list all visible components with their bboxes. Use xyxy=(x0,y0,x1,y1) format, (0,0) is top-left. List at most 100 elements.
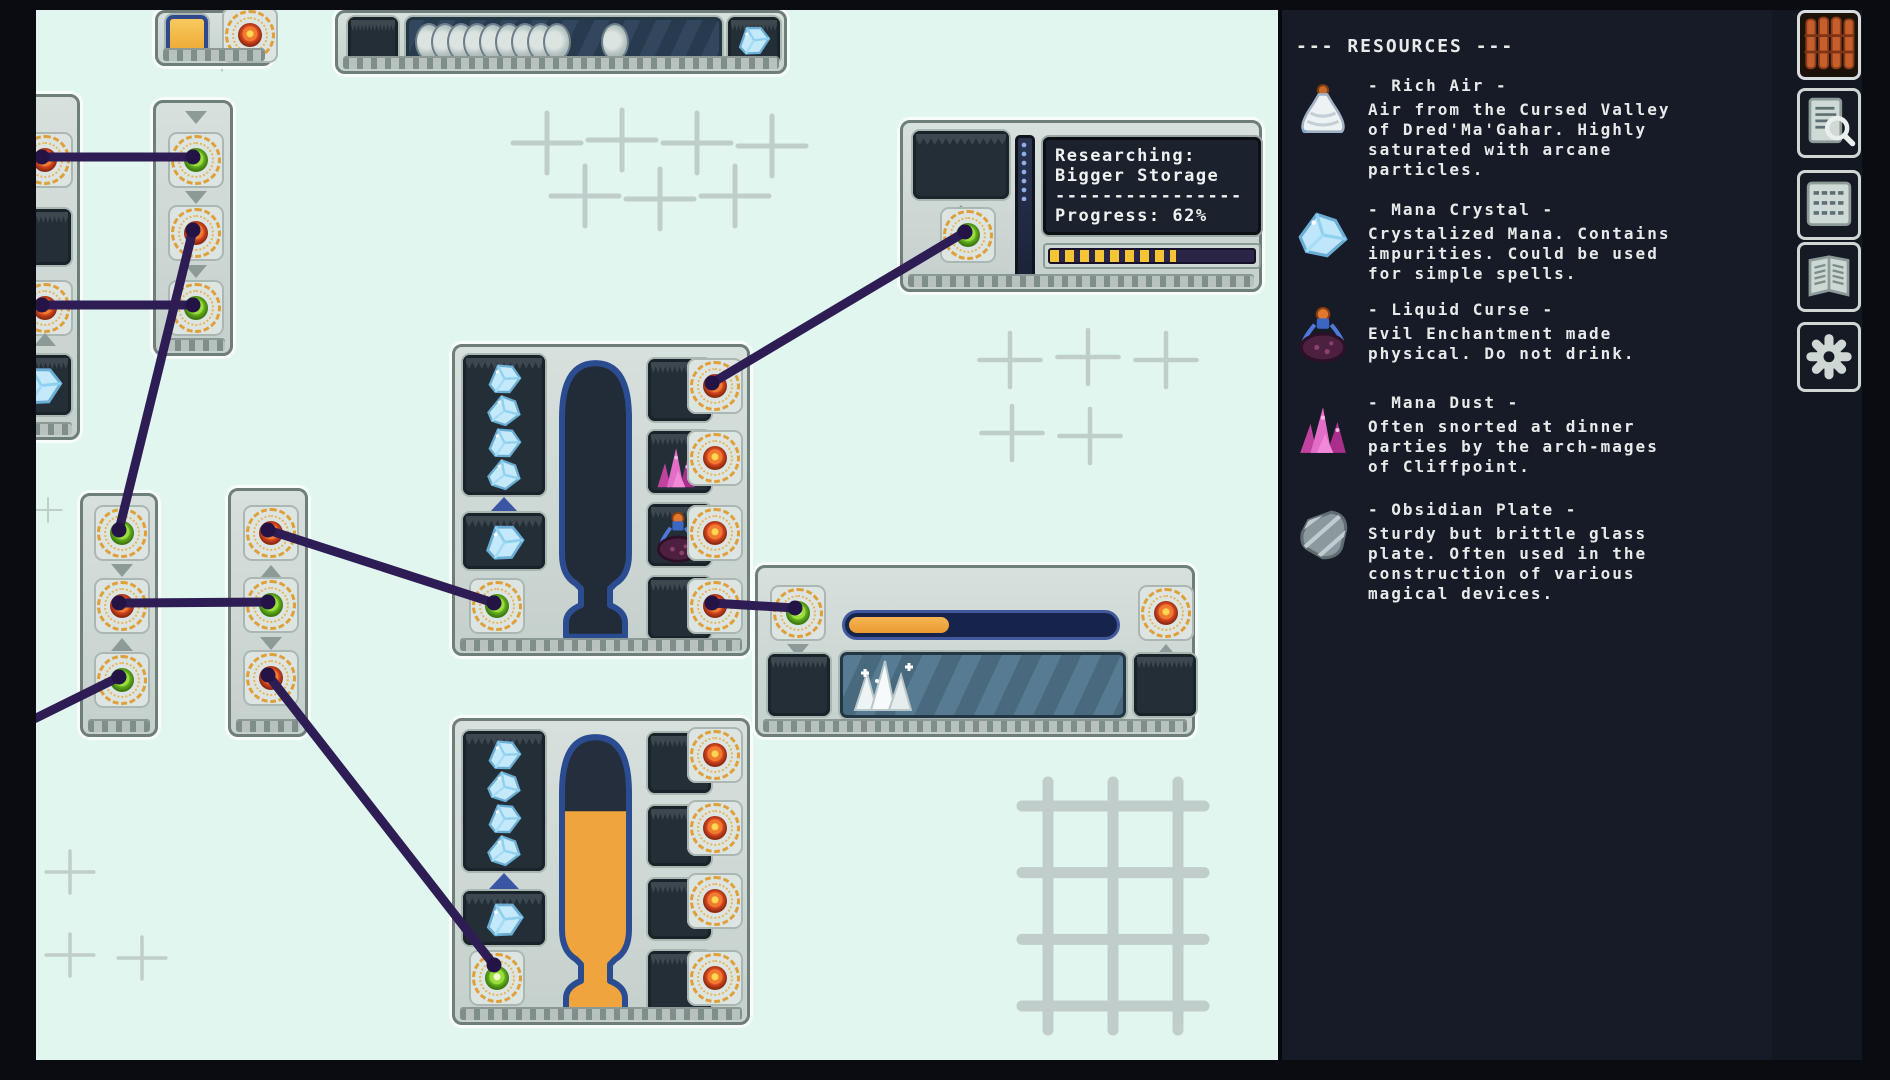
arrow-down-indicator xyxy=(260,637,282,650)
rich-air-icon xyxy=(1294,82,1352,142)
arrow-up-indicator xyxy=(489,497,519,513)
toolbar-inspect-button[interactable] xyxy=(1797,88,1861,158)
output-node[interactable] xyxy=(687,505,743,561)
machine-info-icon xyxy=(1806,181,1852,227)
inspect-document-icon xyxy=(1808,97,1856,147)
liquid-curse-icon xyxy=(1294,306,1352,366)
mixer-machine[interactable] xyxy=(452,344,750,656)
red-node-core xyxy=(703,594,727,618)
mana-crystal-stack[interactable] xyxy=(463,355,545,495)
output-node[interactable] xyxy=(168,205,224,261)
left-letterbox xyxy=(0,0,36,1080)
belt-feeder-machine[interactable] xyxy=(755,565,1196,737)
reactor-capsule xyxy=(548,355,643,645)
output-node[interactable] xyxy=(687,578,743,634)
arrow-down-indicator xyxy=(185,265,207,278)
red-node-core xyxy=(238,23,262,47)
output-node[interactable] xyxy=(1138,585,1194,641)
red-node-core xyxy=(184,221,208,245)
red-node-core xyxy=(703,446,727,470)
red-node-core xyxy=(259,521,283,545)
green-node-core xyxy=(110,668,134,692)
red-node-core xyxy=(703,374,727,398)
output-node[interactable] xyxy=(687,430,743,486)
red-node-core xyxy=(259,666,283,690)
stamper-machine[interactable] xyxy=(155,7,278,66)
input-node[interactable] xyxy=(469,950,525,1006)
research-progress-bar xyxy=(1043,243,1261,269)
right-letterbox xyxy=(1862,0,1890,1080)
arrow-up-indicator xyxy=(489,873,519,889)
toolbar-settings-button[interactable] xyxy=(1797,322,1861,392)
resource-name: - Obsidian Plate - xyxy=(1368,500,1578,519)
input-node[interactable] xyxy=(94,652,150,708)
yellow-item-slot[interactable] xyxy=(166,15,208,57)
conveyor-bar-fill xyxy=(849,617,950,633)
input-node[interactable] xyxy=(243,577,299,633)
mana-dust-icon xyxy=(1294,399,1352,459)
output-node[interactable] xyxy=(222,7,278,63)
plate-queue[interactable] xyxy=(406,17,722,63)
gear-icon xyxy=(1806,334,1852,380)
green-node-core xyxy=(485,594,509,618)
red-node-core xyxy=(703,816,727,840)
output-node[interactable] xyxy=(687,727,743,783)
plate-line-machine[interactable] xyxy=(335,10,787,74)
filler-machine[interactable] xyxy=(452,718,750,1025)
empty-slot[interactable] xyxy=(768,654,830,716)
input-node[interactable] xyxy=(940,207,996,263)
arrow-up-indicator xyxy=(34,333,56,346)
green-node-core xyxy=(184,296,208,320)
red-node-core xyxy=(33,148,57,172)
arrow-down-indicator xyxy=(185,111,207,124)
resource-description: Often snorted at dinner parties by the a… xyxy=(1368,417,1659,476)
mana-crystal-icon xyxy=(1294,206,1352,266)
output-node[interactable] xyxy=(687,358,743,414)
relay-c-machine[interactable] xyxy=(228,488,308,737)
research-status-panel: Researching: Bigger Storage ------------… xyxy=(1043,137,1261,235)
top-letterbox xyxy=(0,0,1890,10)
red-node-core xyxy=(1154,601,1178,625)
toolbar-resources-button[interactable] xyxy=(1797,10,1861,80)
input-node[interactable] xyxy=(168,280,224,336)
green-node-core xyxy=(184,148,208,172)
conveyor-belt[interactable] xyxy=(840,652,1126,718)
research-station-machine[interactable]: Researching: Bigger Storage ------------… xyxy=(900,120,1262,292)
input-node[interactable] xyxy=(770,585,826,641)
mana-crystal-slot[interactable] xyxy=(463,891,545,945)
input-node[interactable] xyxy=(469,578,525,634)
arrow-down-indicator xyxy=(185,191,207,204)
output-node[interactable] xyxy=(687,873,743,929)
empty-slot[interactable] xyxy=(913,131,1009,199)
red-node-core xyxy=(110,594,134,618)
green-node-core xyxy=(786,601,810,625)
red-node-core xyxy=(33,296,57,320)
conveyor-progress-bar xyxy=(842,610,1120,640)
output-node[interactable] xyxy=(687,800,743,856)
arrow-up-indicator xyxy=(111,638,133,651)
output-node[interactable] xyxy=(243,505,299,561)
research-bar-track xyxy=(1048,248,1256,264)
side-toolbar xyxy=(1772,10,1862,1060)
input-node[interactable] xyxy=(168,132,224,188)
research-bar-fill xyxy=(1050,250,1177,262)
research-status-text: Researching: Bigger Storage ------------… xyxy=(1055,146,1243,226)
red-node-core xyxy=(703,966,727,990)
output-node[interactable] xyxy=(94,578,150,634)
input-node[interactable] xyxy=(94,505,150,561)
toolbar-machine-info-button[interactable] xyxy=(1797,170,1861,240)
mana-crystal-stack[interactable] xyxy=(463,731,545,871)
empty-slot[interactable] xyxy=(348,17,398,63)
mana-crystal-slot[interactable] xyxy=(463,513,545,569)
relay-a-machine[interactable] xyxy=(153,100,233,356)
relay-b-machine[interactable] xyxy=(80,493,158,737)
mana-crystal-slot[interactable] xyxy=(728,17,780,63)
output-node[interactable] xyxy=(243,650,299,706)
open-book-icon xyxy=(1808,255,1850,297)
toolbar-journal-button[interactable] xyxy=(1797,242,1861,312)
reactor-capsule-filled xyxy=(548,729,643,1021)
output-node[interactable] xyxy=(687,950,743,1006)
empty-slot[interactable] xyxy=(1134,654,1196,716)
resource-description: Crystalized Mana. Contains impurities. C… xyxy=(1368,224,1671,283)
